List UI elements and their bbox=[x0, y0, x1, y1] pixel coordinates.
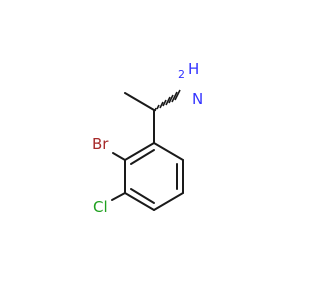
bond-ring-c4-c5-inner bbox=[130, 188, 155, 204]
amine-h-label: H bbox=[188, 60, 199, 78]
structure-drawing: 2 H N Br Cl bbox=[92, 60, 203, 216]
atom-label-amine: 2 H N bbox=[178, 60, 203, 108]
bond-ring-c3-c4 bbox=[153, 192, 184, 211]
bond-ring-c1-c2 bbox=[153, 142, 184, 161]
bond-ring-c4-c5 bbox=[124, 192, 155, 211]
bond-c5-cl bbox=[111, 192, 126, 201]
molecule-canvas: 2 H N Br Cl bbox=[92, 60, 203, 216]
bond-ring-c6-c1-inner bbox=[130, 149, 155, 165]
amine-h-count: 2 bbox=[178, 68, 185, 81]
hashed-wedge-bond bbox=[154, 89, 181, 112]
bonds bbox=[111, 92, 184, 211]
bond-c6-br bbox=[112, 152, 126, 161]
bond-ring-c6-c1 bbox=[124, 142, 155, 161]
amine-n-label: N bbox=[192, 90, 203, 108]
bond-chiral-c-methyl bbox=[124, 92, 155, 111]
atom-label-bromine: Br bbox=[92, 135, 109, 153]
atom-label-chlorine: Cl bbox=[93, 198, 108, 216]
